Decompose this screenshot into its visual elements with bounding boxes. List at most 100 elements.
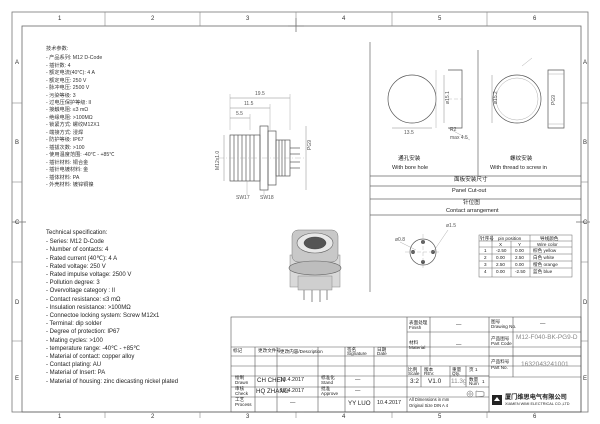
company-logo <box>492 395 502 405</box>
tb-tol-note-1: All Dimensions in mm <box>409 397 450 402</box>
pin-table-cell: 白色 white <box>533 255 555 260</box>
zone-left-e: E <box>15 376 20 382</box>
tb-stand-en: Stand <box>321 380 334 385</box>
panel-region-lines <box>369 42 581 292</box>
pin-table-cell: 1 <box>484 248 487 253</box>
dim-19-5: 19.5 <box>255 91 265 97</box>
spec-en-line: - Material of contact: copper alloy <box>46 354 135 361</box>
zone-bottom-6: 6 <box>533 414 537 420</box>
pin-table-cell: -2.50 <box>496 248 507 253</box>
contact-caption-en: Contact arrangement <box>446 208 499 214</box>
zone-left-b: B <box>15 140 20 146</box>
spec-en-line: - Degree of protection: IP67 <box>46 329 120 336</box>
panel-caption-en: Panel Cut-out <box>452 188 487 194</box>
tb-finish-en: Finish <box>409 325 422 330</box>
tb-finish-cn: 表面处理 <box>409 320 428 325</box>
tb-scale-en: Scale <box>408 371 420 376</box>
tb-sig-en: Signature <box>347 351 367 356</box>
tb-check-date: 10.4.2017 <box>280 388 304 394</box>
spec-cn-line: - 锁紧方式: 螺纹M12X1 <box>46 122 100 129</box>
pin-table-cell: 橙色 orange <box>533 262 558 267</box>
tb-drawing-val: — <box>540 321 546 327</box>
spec-en-line: - Rated impulse voltage: 2500 V <box>46 272 132 278</box>
pin-table-h-cn-3: 导线颜色 <box>540 236 559 241</box>
spec-cn-block: 技术参数: - 产品系列: M12 D-Code- 插针数: 4- 额定电流(4… <box>46 45 114 189</box>
connector-side-view <box>218 94 307 195</box>
tb-part-no-cn: 产品料号 <box>491 359 510 364</box>
tb-num-en: Num <box>469 381 479 386</box>
pin-table-cell: 蓝色 blue <box>533 269 553 274</box>
projection-symbol <box>466 390 485 398</box>
zone-top-4: 4 <box>342 16 346 22</box>
dim-sw18: SW18 <box>260 195 274 201</box>
pin-table-h-x: X <box>499 242 503 247</box>
tb-desc-cn: 更改内容/Description <box>280 349 323 354</box>
spec-cn-line: - 外壳材料: 镀锌铜镍 <box>46 182 94 188</box>
tb-part-no-val: 1632043241001 <box>521 361 569 368</box>
spec-en-line: - temperature range: -40℃ - +85℃ <box>46 345 141 352</box>
tb-tol-note-2: Original Size DIN A 4 <box>409 403 449 408</box>
dim-d15-1: ø15.1 <box>445 91 451 104</box>
spec-cn-line: - 插针电镀材料: 金 <box>46 167 89 174</box>
tb-num-val: 1 <box>482 379 485 384</box>
spec-en-block: Technical specification: - Series: M12 D… <box>46 230 178 386</box>
spec-cn-line: - 额定电压: 250 V <box>46 77 87 84</box>
dim-r2: R2 <box>450 127 457 133</box>
tb-part-no-en: Part No. <box>491 365 508 370</box>
spec-en-line: - Contact resistance: ≤3 mΩ <box>46 296 121 303</box>
zone-bottom-5: 5 <box>438 414 442 420</box>
tb-sheet-cn: 页 <box>469 367 474 372</box>
tb-material-val: — <box>456 342 462 348</box>
spec-cn-line: - 污染等级: 3 <box>46 92 76 99</box>
spec-cn-line: - 脉冲电压: 2500 V <box>46 85 90 92</box>
dim-max45: max 4.5 <box>450 135 468 141</box>
spec-en-line: - Insulation resistance: >100MΩ <box>46 304 131 311</box>
tb-finish-val: — <box>456 322 462 328</box>
tb-mark-cn: 标记 <box>233 348 243 353</box>
zone-left-c: C <box>15 220 20 226</box>
zone-right-e: E <box>583 376 588 382</box>
pin-table-cell: -2.50 <box>515 269 526 274</box>
zone-right-c: C <box>583 220 588 226</box>
spec-en-line: - Material of housing: zinc diecasting n… <box>46 378 179 385</box>
tb-process-cn: 工艺 <box>235 397 245 402</box>
pin-table-h-cn-1: pin position <box>498 236 522 241</box>
spec-en-line: - Rated current (40℃): 4 A <box>46 255 118 262</box>
tb-approve-cn: 批准 <box>321 386 331 391</box>
zone-bottom-2: 2 <box>151 414 155 420</box>
spec-en-line: - Number of contacts: 4 <box>46 247 109 254</box>
spec-cn-line: - 使用温度范围: -40℃ - +85℃ <box>46 152 115 159</box>
pin-table-cell: 0.00 <box>515 262 524 267</box>
tb-scale-val: 3:2 <box>410 378 419 385</box>
zone-right-a: A <box>583 60 588 66</box>
spec-en-line: - Mating cycles: >100 <box>46 337 103 344</box>
pin-table-cell: 棕色 yellow <box>533 248 557 253</box>
tb-rev-en: REV. <box>424 371 435 376</box>
spec-cn-line: - 绝缘电阻: >100MΩ <box>46 114 93 121</box>
zone-top-6: 6 <box>533 16 537 22</box>
tb-rev-cn: 版本 <box>424 367 434 372</box>
zone-top-1: 1 <box>58 16 62 22</box>
spec-cn-line: - 插针材料: 铜合金 <box>46 159 89 166</box>
tb-row2-dash: — <box>355 388 361 394</box>
tb-check-en: Check <box>235 391 249 396</box>
tb-stand-cn: 标准化 <box>321 375 335 380</box>
spec-cn-line: - 端接方式: 浸焊 <box>46 129 84 136</box>
tb-approve-name: YY LUO <box>348 400 371 407</box>
tb-check-cn: 审核 <box>235 386 245 391</box>
bore-hole-view <box>387 69 471 141</box>
tb-part-code-val: M12-F040-BK-PG9-D <box>516 334 578 341</box>
pin-table-grid <box>478 234 573 278</box>
spec-cn-line: - 接触电阻: ≤3 mΩ <box>46 107 89 114</box>
pin-table-cell: 2.50 <box>496 262 505 267</box>
tb-stand-val: — <box>355 377 361 383</box>
spec-en-line: - Rated voltage: 250 V <box>46 263 106 270</box>
spec-en-line: - Contact plating: AU <box>46 362 102 369</box>
pin-table-cell: 3 <box>484 262 487 267</box>
contact-caption-cn: 针位图 <box>463 200 480 206</box>
thread-view <box>491 57 565 129</box>
pin-table-cell: 2 <box>484 255 487 260</box>
zone-bottom-3: 3 <box>246 414 250 420</box>
tb-scale-cn: 比例 <box>408 367 418 372</box>
